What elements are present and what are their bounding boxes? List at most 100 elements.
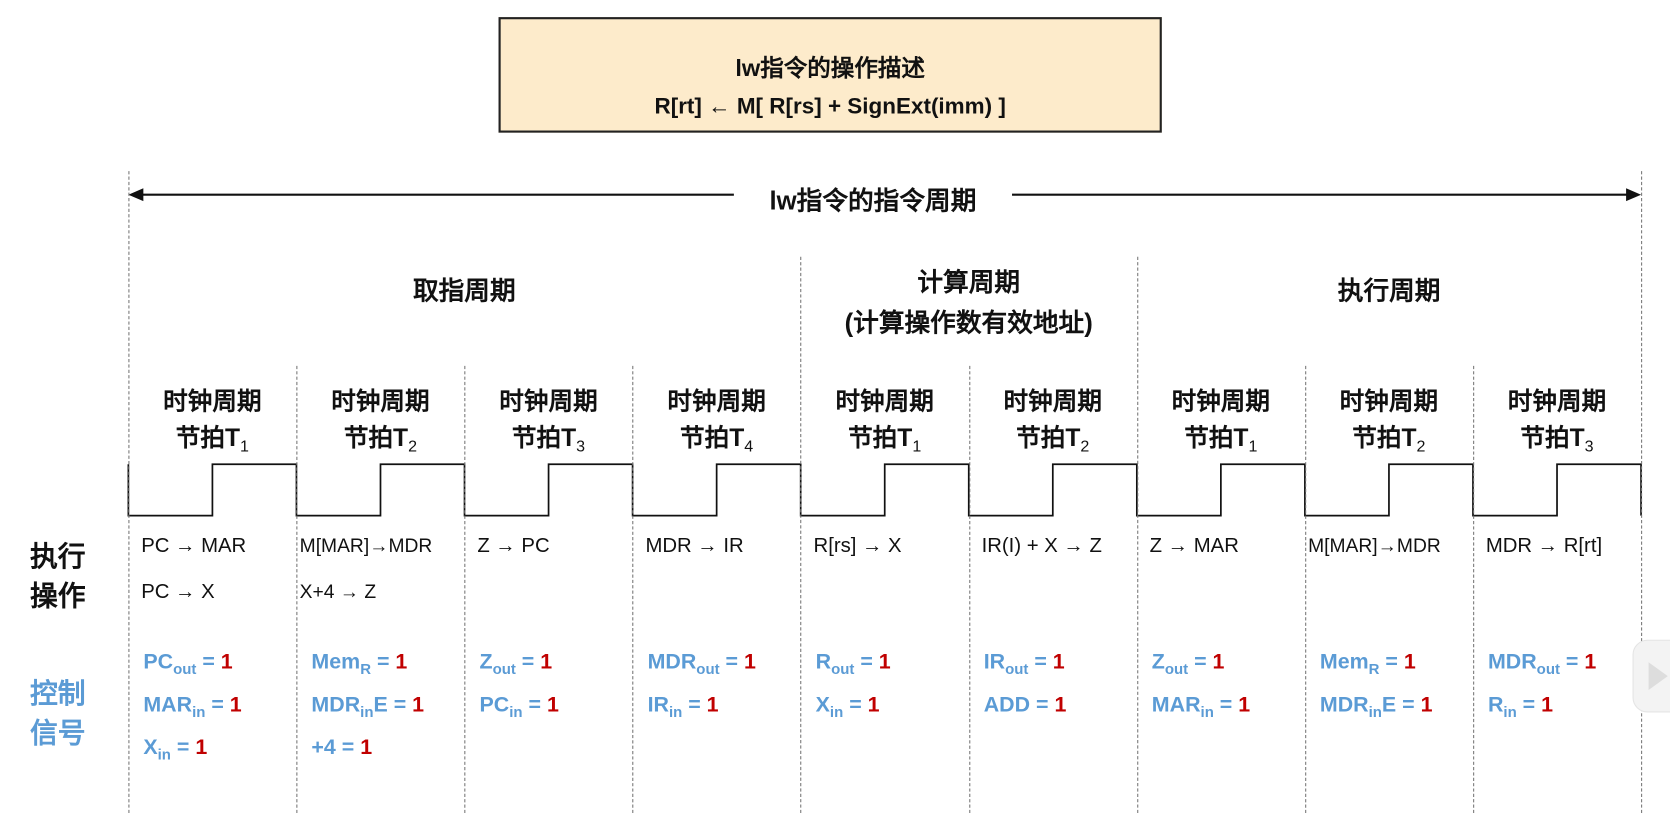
signal-name: ADD	[983, 693, 1031, 717]
phase-label: 计算周期	[917, 268, 1021, 298]
signal-value: 1	[1238, 693, 1251, 717]
column-divider	[1304, 365, 1306, 814]
signal-name: +4	[311, 736, 336, 760]
clock-cycle-label: 时钟周期	[163, 387, 262, 416]
column-divider	[968, 365, 970, 814]
signal-subscript: in	[829, 702, 844, 720]
clock-cycle-label: 时钟周期	[667, 387, 766, 416]
clock-cycle-label: 时钟周期	[1171, 387, 1271, 416]
clock-signal-path	[127, 463, 1642, 517]
clock-cycle-label: 时钟周期	[1339, 387, 1439, 416]
play-icon[interactable]	[1632, 639, 1670, 713]
control-signal: PCout = 1	[143, 650, 233, 678]
beat-subscript: 1	[240, 437, 249, 456]
control-signal: IRin = 1	[647, 693, 719, 720]
beat-text: 节拍T	[511, 423, 577, 452]
column-divider	[296, 365, 298, 814]
signal-value: 1	[229, 693, 242, 717]
signal-subscript: out	[492, 660, 516, 678]
signal-subscript: out	[831, 660, 855, 678]
control-signal: PCin = 1	[479, 693, 559, 720]
control-signal: MemR = 1	[1319, 650, 1416, 678]
beat-label: 节拍T3	[1473, 417, 1641, 456]
signal-name: MDR	[1319, 693, 1369, 717]
micro-operation: X+4 → Z	[299, 580, 377, 603]
beat-subscript: 1	[1248, 437, 1258, 456]
signal-value: 1	[540, 650, 553, 674]
control-signal: MemR = 1	[311, 650, 408, 678]
beat-text: 节拍T	[1184, 423, 1249, 452]
control-signal: ADD = 1	[983, 693, 1067, 717]
signal-name: IR	[647, 693, 669, 717]
beat-subscript: 2	[1416, 437, 1426, 456]
beat-text: 节拍T	[175, 423, 241, 452]
beat-subscript: 1	[912, 437, 922, 456]
column-divider	[464, 365, 466, 814]
column-divider	[128, 171, 130, 814]
beat-label: 节拍T3	[465, 417, 633, 456]
signal-name: R	[815, 650, 832, 674]
signal-value: 1	[1403, 650, 1416, 674]
control-signal: MDRout = 1	[647, 650, 756, 678]
beat-subscript: 2	[408, 437, 418, 456]
beat-subscript: 2	[1080, 437, 1090, 456]
operation-description-box: lw指令的操作描述 R[rt] ← M[ R[rs] + SignExt(imm…	[498, 17, 1162, 133]
control-signals-row-label: 控制 信号	[26, 674, 90, 753]
signal-subscript: R	[360, 660, 372, 678]
arrowhead-left-icon	[128, 188, 144, 202]
signal-subscript: out	[696, 660, 720, 678]
column-divider	[632, 365, 634, 814]
signal-name: MDR	[647, 650, 697, 674]
signal-subscript: in	[157, 745, 171, 763]
phase-sublabel: (计算操作数有效地址)	[844, 309, 1093, 339]
control-signal: Rin = 1	[1487, 693, 1554, 720]
signal-value: 1	[395, 650, 408, 674]
signal-suffix: E	[373, 693, 388, 717]
signal-subscript: out	[173, 660, 197, 678]
beat-text: 节拍T	[679, 423, 745, 452]
instruction-cycle-label: lw指令的指令周期	[733, 179, 1013, 218]
signal-name: MDR	[1487, 650, 1537, 674]
phase-fetch: 取指周期	[128, 272, 800, 313]
signal-value: 1	[1054, 693, 1067, 717]
beat-label: 节拍T2	[969, 417, 1137, 456]
signal-subscript: in	[192, 702, 206, 720]
signal-name: Z	[479, 650, 493, 674]
row-label-line: 执行	[29, 540, 86, 573]
clock-waveform	[127, 463, 1642, 517]
signal-name: X	[815, 693, 830, 717]
control-signal: MDRinE = 1	[311, 693, 425, 720]
phase-execute: 执行周期	[1137, 272, 1641, 313]
clock-cycle-label: 时钟周期	[1003, 387, 1102, 416]
signal-name: Mem	[311, 650, 361, 674]
signal-name: R	[1487, 693, 1504, 717]
beat-text: 节拍T	[1520, 423, 1585, 452]
signal-subscript: in	[360, 702, 374, 720]
signal-value: 1	[220, 650, 233, 674]
clock-cycle-label: 时钟周期	[835, 387, 934, 416]
exec-ops-row-label: 执行 操作	[26, 537, 90, 616]
control-signal: Rout = 1	[815, 650, 891, 678]
micro-operation: Z → PC	[477, 534, 550, 558]
signal-name: PC	[143, 650, 174, 674]
beat-text: 节拍T	[1352, 423, 1417, 452]
control-signal: Zout = 1	[479, 650, 553, 678]
signal-value: 1	[546, 693, 559, 717]
signal-subscript: R	[1368, 660, 1380, 678]
control-signal: MARin = 1	[143, 693, 242, 720]
beat-subscript: 3	[1584, 437, 1594, 456]
beat-subscript: 4	[744, 437, 754, 456]
signal-subscript: out	[1164, 660, 1189, 678]
micro-operation: IR(I) + X → Z	[981, 534, 1102, 558]
row-label-line: 控制	[29, 677, 86, 710]
micro-operation: MDR → IR	[645, 534, 744, 558]
control-signal: IRout = 1	[983, 650, 1065, 678]
signal-value: 1	[1420, 693, 1433, 717]
phase-compute: 计算周期 (计算操作数有效地址)	[800, 263, 1137, 344]
